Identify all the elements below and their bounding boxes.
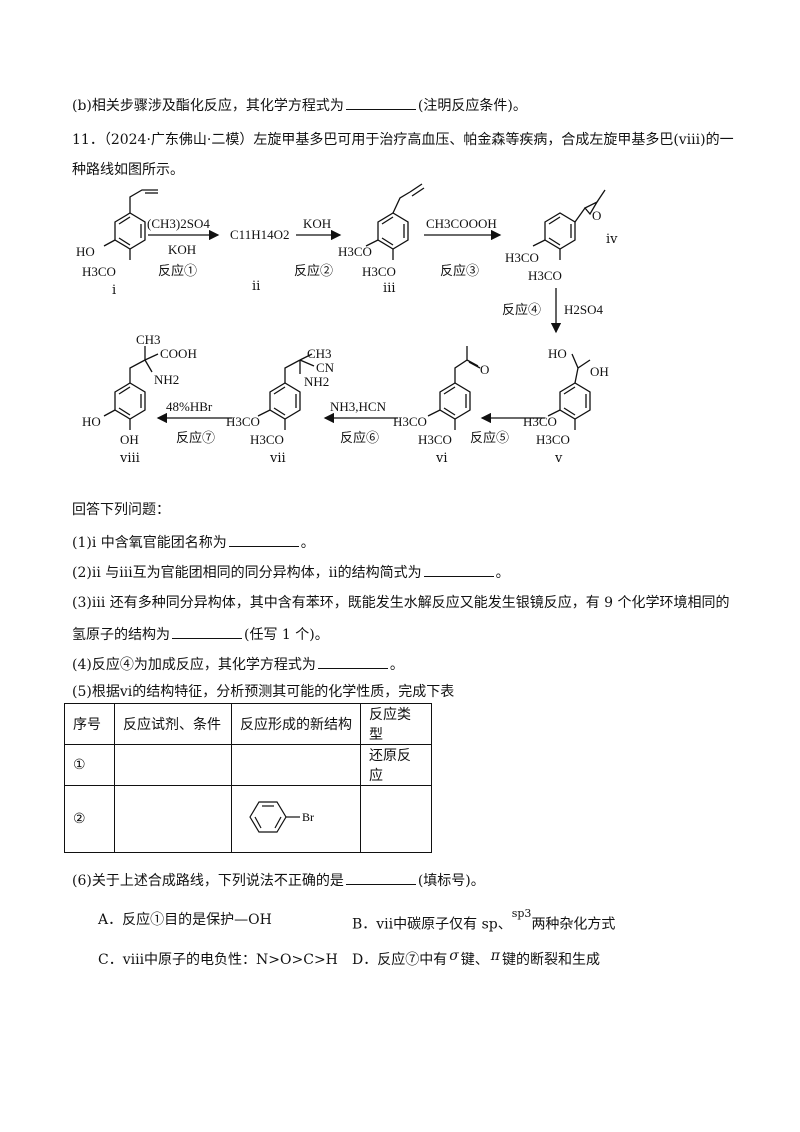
group-h3co-iii-a: H3CO <box>338 244 372 259</box>
bromobenzene-structure: Br <box>249 801 314 833</box>
reaction-name-3: 反应③ <box>440 263 479 278</box>
answer-blank-b[interactable] <box>345 95 416 110</box>
answer-blank-q4[interactable] <box>317 654 388 669</box>
group-o-vi: O <box>480 362 489 377</box>
group-h3co-vii-a: H3CO <box>226 414 260 429</box>
group-cn-vii: CN <box>316 360 335 375</box>
row1-reagent-cell[interactable] <box>114 744 232 786</box>
label-i: ⅰ <box>112 282 116 297</box>
group-oh-v: OH <box>590 364 609 379</box>
group-ho-i: HO <box>76 244 95 259</box>
reagent-r4: H2SO4 <box>564 302 604 317</box>
reaction-name-4: 反应④ <box>502 302 541 317</box>
group-h3co-vi-a: H3CO <box>393 414 427 429</box>
label-ii: ⅱ <box>252 278 261 293</box>
label-viii: ⅷ <box>119 450 140 465</box>
pi-symbol: π <box>490 948 500 964</box>
q5: (5)根据ⅵ的结构特征，分析预测其可能的化学性质，完成下表 <box>72 684 455 700</box>
option-c[interactable]: C．ⅷ中原子的电负性：N>O>C>H <box>98 952 338 968</box>
table-row: ① 还原反应 <box>64 744 432 786</box>
table-header-row: 序号 反应试剂、条件 反应形成的新结构 反应类型 <box>64 703 432 745</box>
group-nh2-vii: NH2 <box>304 374 329 389</box>
reagent-r1-top: (CH3)2SO4 <box>147 216 210 231</box>
group-h3co-iv-b: H3CO <box>528 268 562 283</box>
line-b: (b)相关步骤涉及酯化反应，其化学方程式为(注明反应条件)。 <box>72 95 527 116</box>
q4: (4)反应④为加成反应，其化学方程式为。 <box>72 654 404 675</box>
answer-intro: 回答下列问题： <box>72 502 170 518</box>
q5-table: 序号 反应试剂、条件 反应形成的新结构 反应类型 ① 还原反应 ② Br <box>64 703 432 853</box>
group-h3co-v-b: H3CO <box>536 432 570 447</box>
label-vii: ⅶ <box>269 450 286 465</box>
synthesis-scheme: HO H3CO ⅰ (CH3)2SO4 KOH 反应① C11H14O2 ⅱ K… <box>76 183 618 465</box>
q3-line2: 氢原子的结构为(任写 1 个)。 <box>72 624 329 645</box>
q1: (1)ⅰ 中含氧官能团名称为。 <box>72 532 315 553</box>
group-h3co-i: H3CO <box>82 264 116 279</box>
option-a[interactable]: A．反应①目的是保护—OH <box>98 912 272 928</box>
q11-line2: 种路线如图所示。 <box>72 162 184 178</box>
group-ho-viii: HO <box>82 414 101 429</box>
group-ch3-vii: CH3 <box>307 346 332 361</box>
row1-structure-cell[interactable] <box>231 744 361 786</box>
header-cell-reagent: 反应试剂、条件 <box>114 703 232 745</box>
group-h3co-vi-b: H3CO <box>418 432 452 447</box>
q3-line1: (3)ⅲ 还有多种同分异构体，其中含有苯环，既能发生水解反应又能发生银镜反应，有… <box>72 595 730 611</box>
group-ho-v: HO <box>548 346 567 361</box>
sigma-symbol: σ <box>449 948 459 964</box>
table-row: ② Br <box>64 785 432 853</box>
row2-num: ② <box>64 785 115 853</box>
q2: (2)ⅱ 与ⅲ互为官能团相同的同分异构体，ⅱ的结构简式为。 <box>72 562 510 583</box>
q6: (6)关于上述合成路线，下列说法不正确的是(填标号)。 <box>72 870 485 891</box>
reaction-name-6: 反应⑥ <box>340 430 379 445</box>
answer-blank-q3[interactable] <box>172 624 242 639</box>
row2-type-cell[interactable] <box>360 785 432 853</box>
group-h3co-iii-b: H3CO <box>362 264 396 279</box>
group-h3co-iv-a: H3CO <box>505 250 539 265</box>
bromo-label: Br <box>302 810 314 824</box>
header-cell-num: 序号 <box>64 703 115 745</box>
reaction-name-1: 反应① <box>158 263 197 278</box>
label-iii: ⅲ <box>383 280 396 295</box>
reaction-name-2: 反应② <box>294 263 333 278</box>
formula-ii: C11H14O2 <box>230 227 289 242</box>
group-cooh-viii: COOH <box>160 346 197 361</box>
header-cell-structure: 反应形成的新结构 <box>231 703 361 745</box>
row2-structure-cell: Br <box>231 785 361 853</box>
row1-num: ① <box>64 744 115 786</box>
reagent-r7-top: 48%HBr <box>166 399 213 414</box>
row1-type: 还原反应 <box>360 744 432 786</box>
reagent-r6-top: NH3,HCN <box>330 399 387 414</box>
group-h3co-vii-b: H3CO <box>250 432 284 447</box>
group-oh-viii: OH <box>120 432 139 447</box>
group-nh2-viii: NH2 <box>154 372 179 387</box>
reaction-name-7: 反应⑦ <box>176 430 215 445</box>
reagent-r1-bottom: KOH <box>168 242 196 257</box>
q11-line1: 11．（2024·广东佛山·二模）左旋甲基多巴可用于治疗高血压、帕金森等疾病，合… <box>72 132 734 148</box>
group-o-iv: O <box>592 208 601 223</box>
option-b[interactable]: B．ⅶ中碳原子仅有 sp、sp3两种杂化方式 <box>352 907 616 933</box>
answer-blank-q2[interactable] <box>423 562 494 577</box>
header-cell-type: 反应类型 <box>360 703 432 745</box>
reagent-r2-top: KOH <box>303 216 331 231</box>
label-vi: ⅵ <box>435 450 448 465</box>
sp3-superscript: sp3 <box>511 907 532 920</box>
label-iv: ⅳ <box>606 231 618 246</box>
label-v: ⅴ <box>554 450 563 465</box>
reaction-name-5: 反应⑤ <box>470 430 509 445</box>
answer-blank-q6[interactable] <box>345 870 416 885</box>
group-ch3-viii: CH3 <box>136 332 161 347</box>
answer-blank-q1[interactable] <box>228 532 299 547</box>
group-h3co-v-a: H3CO <box>523 414 557 429</box>
reagent-r3-top: CH3COOOH <box>426 216 497 231</box>
row2-reagent-cell[interactable] <box>114 785 232 853</box>
